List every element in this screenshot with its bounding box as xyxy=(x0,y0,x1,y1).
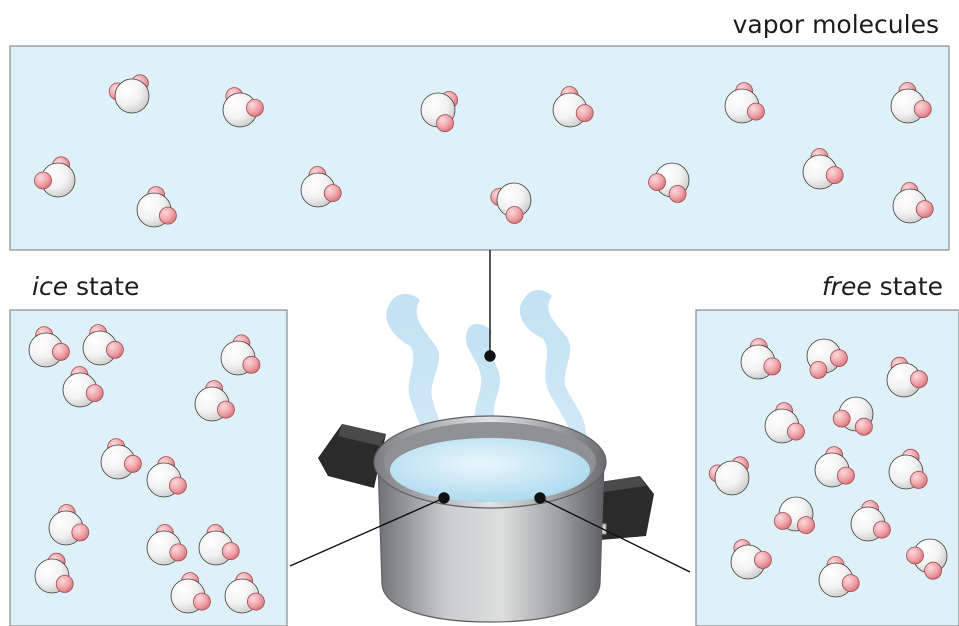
pot-water xyxy=(390,438,590,502)
boiling-pot xyxy=(318,416,654,622)
